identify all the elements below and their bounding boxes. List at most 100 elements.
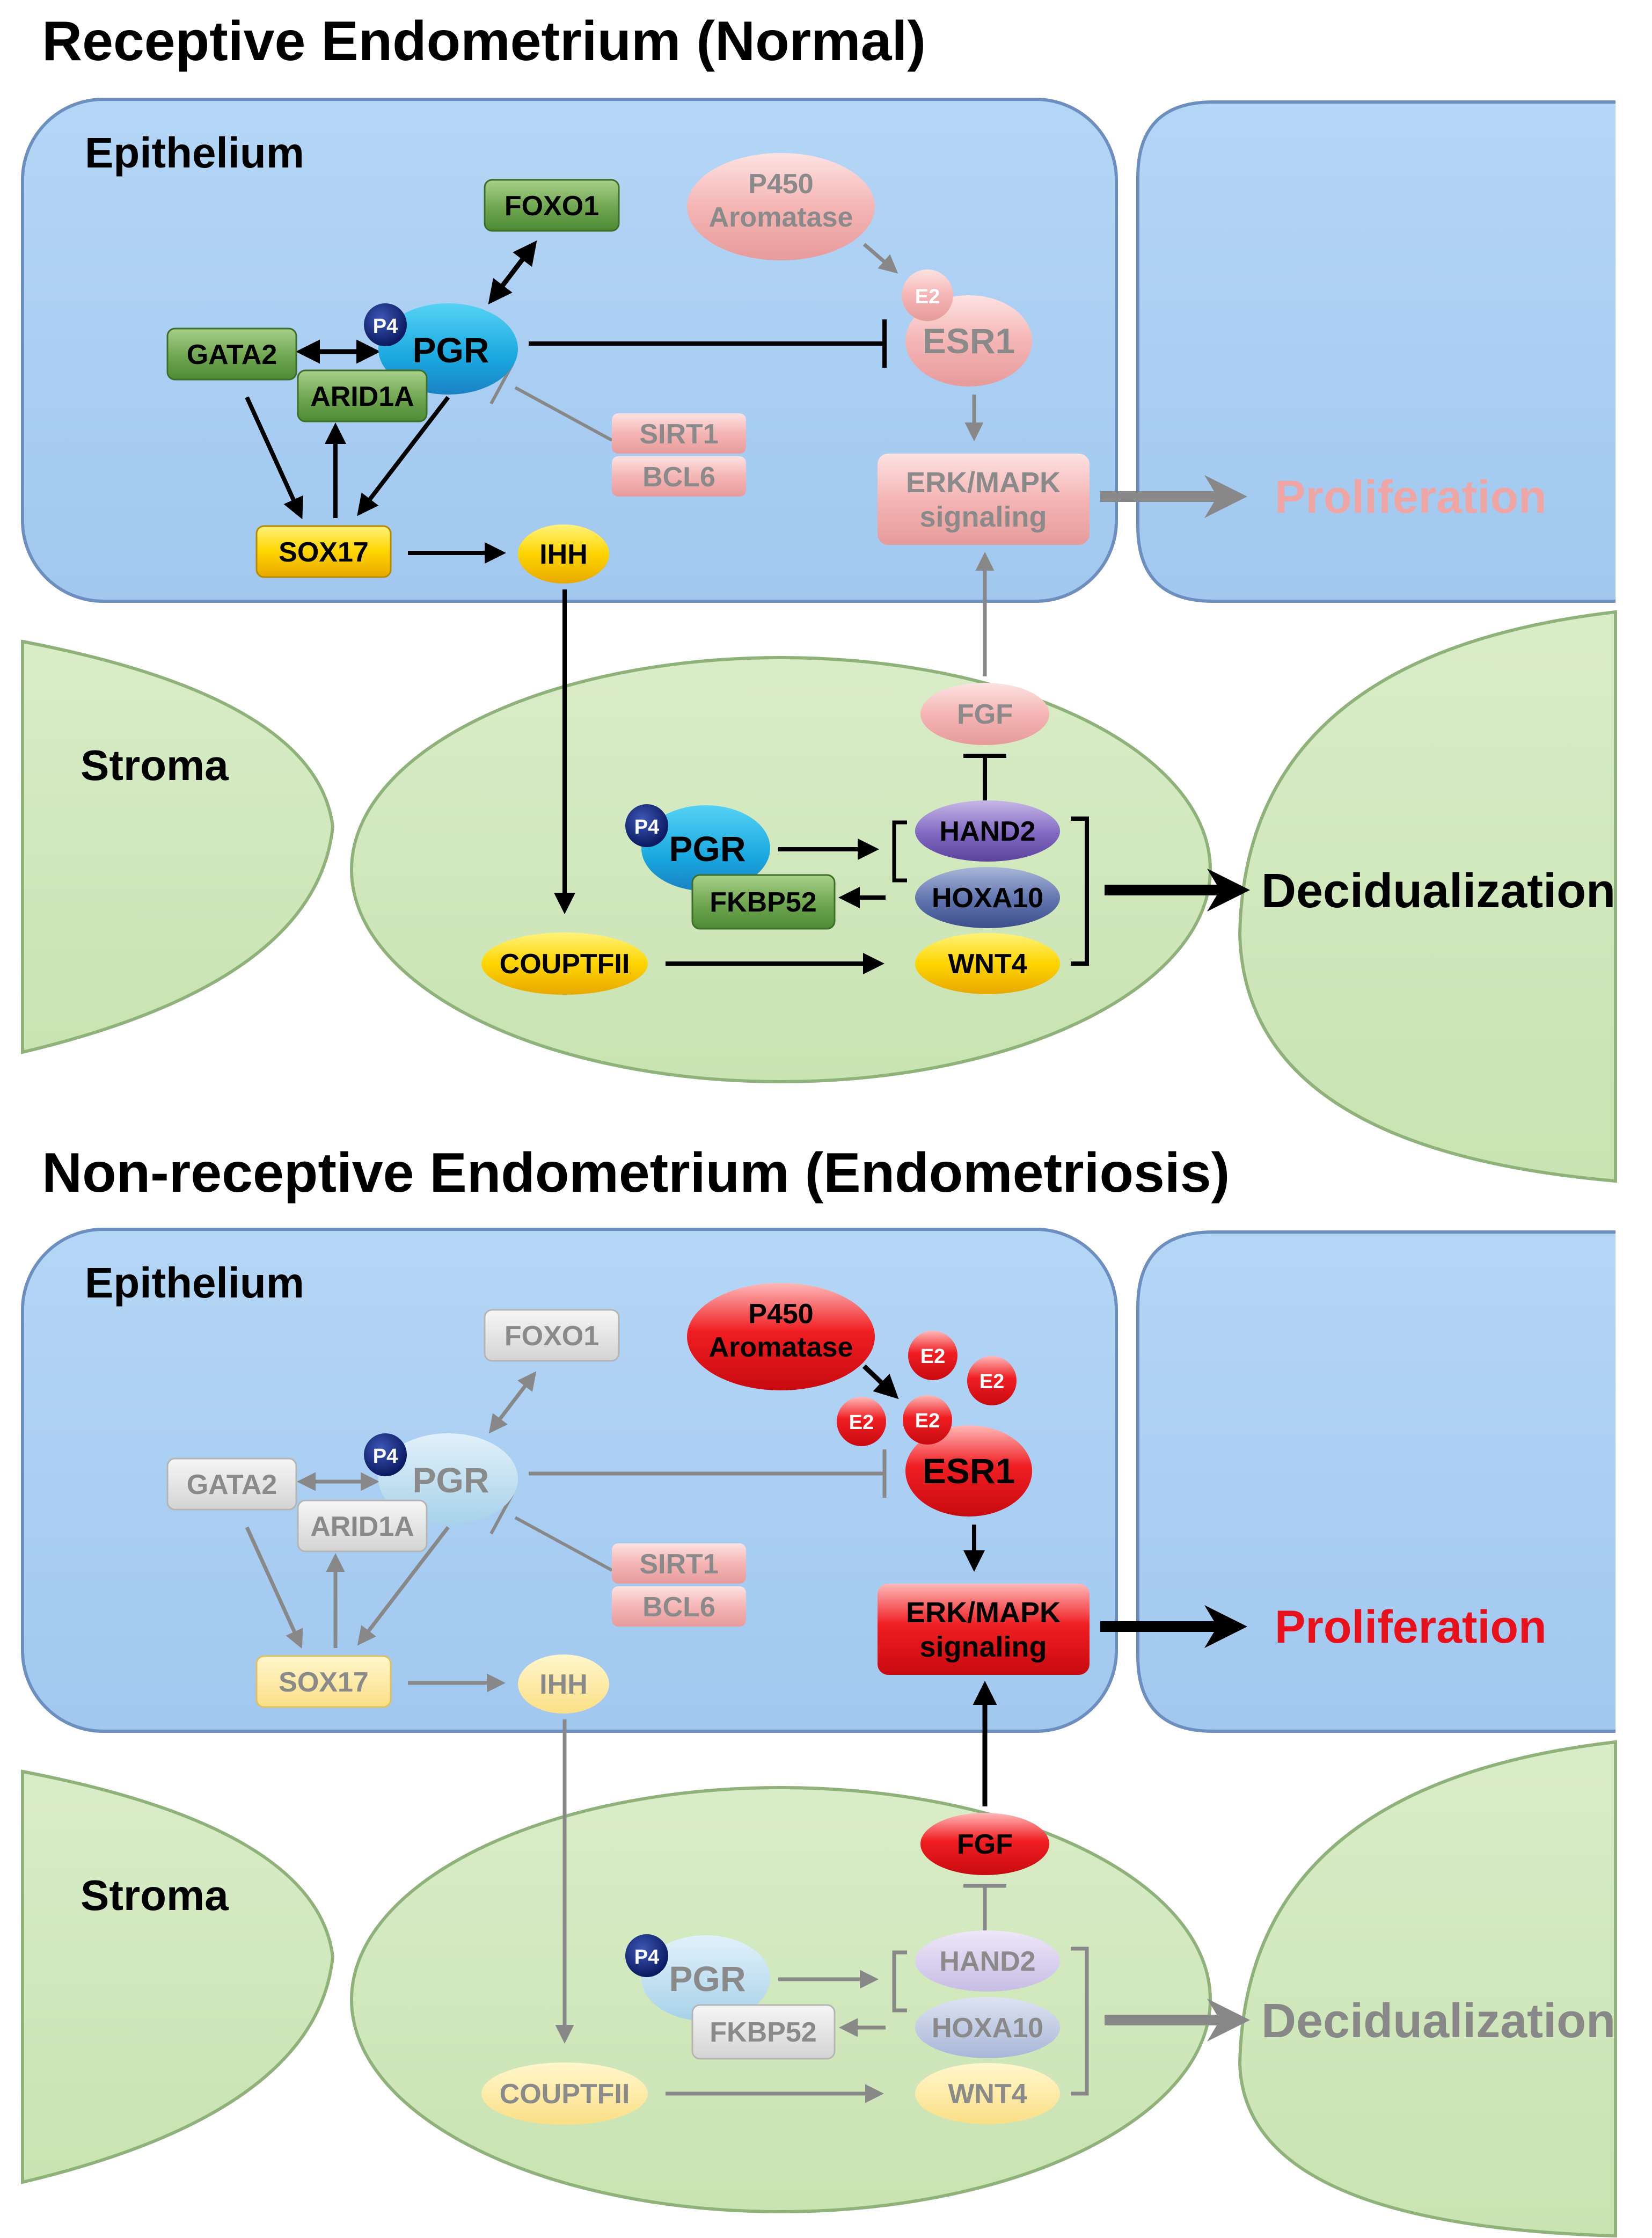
gata2-sox17-arrow <box>245 1526 303 1649</box>
bcl6-label: BCL6 <box>642 1592 715 1623</box>
p4-label: P4 <box>373 315 398 338</box>
e2-node: E2 <box>903 1395 952 1445</box>
epithelium-cell-neighbor <box>1136 100 1616 603</box>
stroma-p4-label: P4 <box>634 1946 659 1969</box>
gata2-sox17-arrow <box>245 396 303 520</box>
stroma-pgr-label: PGR <box>669 829 745 869</box>
e2-node: E2 <box>967 1356 1017 1405</box>
couptfii-label: COUPTFII <box>500 2079 630 2110</box>
foxo1-label: FOXO1 <box>505 1321 599 1352</box>
p450-aromatase-node: P450 Aromatase <box>687 153 875 260</box>
bcl6-node: BCL6 <box>612 456 746 497</box>
e2-node: E2 <box>908 1331 957 1380</box>
stroma-cell-left <box>21 1769 335 2184</box>
gata2-label: GATA2 <box>187 1469 277 1500</box>
hand2-node: HAND2 <box>915 1930 1060 1992</box>
stroma-cell-right <box>1238 1740 1617 2238</box>
gata2-node: GATA2 <box>166 327 297 381</box>
hoxa10-label: HOXA10 <box>932 2013 1043 2044</box>
pgr-sox17-arrow <box>357 1526 450 1646</box>
epithelium-cell-neighbor <box>1136 1230 1616 1733</box>
e2-label: E2 <box>915 286 940 308</box>
arid1a-label: ARID1A <box>310 381 414 412</box>
epithelium-label: Epithelium <box>85 1259 304 1307</box>
foxo1-node: FOXO1 <box>484 179 620 232</box>
e2-label: E2 <box>920 1345 945 1368</box>
couptfii-node: COUPTFII <box>481 932 648 995</box>
p450-line2: Aromatase <box>709 1332 853 1363</box>
p450-line1: P450 <box>748 1299 813 1330</box>
fgf-label: FGF <box>957 1829 1013 1860</box>
bcl6-label: BCL6 <box>642 462 715 493</box>
erk-line1: ERK/MAPK <box>906 466 1061 499</box>
arid1a-node: ARID1A <box>297 1499 428 1552</box>
pgr-sox17-arrow <box>357 396 450 516</box>
hand2-label: HAND2 <box>939 1946 1035 1977</box>
stroma-pgr-node: PGR <box>641 1935 770 2021</box>
p450-line1: P450 <box>748 169 813 200</box>
epithelium-label: Epithelium <box>85 129 304 177</box>
foxo1-label: FOXO1 <box>505 191 599 222</box>
ihh-node: IHH <box>518 1654 609 1714</box>
esr1-label: ESR1 <box>923 321 1015 361</box>
stroma-cell-left <box>21 639 335 1054</box>
sirt1-node: SIRT1 <box>612 1543 746 1584</box>
hand2-node: HAND2 <box>915 800 1060 862</box>
pgr-label: PGR <box>412 1460 489 1500</box>
e2-label: E2 <box>849 1411 874 1434</box>
hoxa10-label: HOXA10 <box>932 883 1043 914</box>
hoxa10-node: HOXA10 <box>915 867 1060 928</box>
p4-node: P4 <box>364 303 407 346</box>
wnt4-node: WNT4 <box>915 933 1060 994</box>
bracket-right <box>1071 817 1089 966</box>
sox17-label: SOX17 <box>279 1667 369 1698</box>
sirt1-label: SIRT1 <box>639 1549 718 1580</box>
ihh-label: IHH <box>539 539 588 570</box>
p450-aromatase-node: P450 Aromatase <box>687 1283 875 1390</box>
wnt4-label: WNT4 <box>948 2079 1027 2110</box>
foxo1-node: FOXO1 <box>484 1309 620 1362</box>
stroma-label: Stroma <box>81 1871 229 1919</box>
erk-line1: ERK/MAPK <box>906 1597 1061 1629</box>
stroma-pgr-node: PGR <box>641 805 770 891</box>
fkbp52-label: FKBP52 <box>710 2017 816 2048</box>
foxo1-pgr-arrow <box>488 1371 537 1434</box>
sox17-node: SOX17 <box>255 1655 392 1708</box>
p4-label: P4 <box>373 1445 398 1468</box>
fkbp52-label: FKBP52 <box>710 887 816 918</box>
gata2-label: GATA2 <box>187 339 277 370</box>
fkbp52-node: FKBP52 <box>691 874 836 930</box>
fgf-label: FGF <box>957 699 1013 730</box>
ihh-node: IHH <box>518 524 609 584</box>
panel-non-receptive: Non-receptive Endometrium (Endometriosis… <box>21 1142 1617 2238</box>
fgf-node: FGF <box>920 683 1049 745</box>
sirt1-pgr-inhibit <box>514 1516 613 1572</box>
p450-esr1-arrow <box>862 243 898 274</box>
esr1-label: ESR1 <box>923 1451 1015 1491</box>
panel-receptive: Receptive Endometrium (Normal) Epitheliu… <box>21 10 1617 1183</box>
decidualization-label: Decidualization <box>1261 864 1616 918</box>
sox17-label: SOX17 <box>279 537 369 568</box>
hoxa10-node: HOXA10 <box>915 1997 1060 2058</box>
e2-node: E2 <box>837 1397 886 1446</box>
stroma-cell-right <box>1238 610 1617 1183</box>
erk-mapk-node: ERK/MAPK signaling <box>878 454 1090 545</box>
p450-esr1-arrow <box>862 1364 899 1399</box>
sox17-node: SOX17 <box>255 525 392 578</box>
stroma-p4-label: P4 <box>634 816 659 839</box>
sirt1-node: SIRT1 <box>612 413 746 454</box>
couptfii-label: COUPTFII <box>500 949 630 980</box>
fkbp52-node: FKBP52 <box>691 2004 836 2060</box>
e2-label: E2 <box>979 1370 1004 1393</box>
p450-line2: Aromatase <box>709 202 853 233</box>
arid1a-label: ARID1A <box>310 1511 414 1542</box>
bracket-left <box>892 820 907 883</box>
decidualization-label: Decidualization <box>1261 1994 1616 2048</box>
stroma-label: Stroma <box>81 741 229 789</box>
bracket-right <box>1071 1947 1089 2096</box>
panel-title: Non-receptive Endometrium (Endometriosis… <box>42 1142 1230 1204</box>
esr1-node: ESR1 <box>905 1425 1032 1517</box>
erk-line2: signaling <box>919 1631 1047 1663</box>
e2-node: E2 <box>902 269 953 321</box>
